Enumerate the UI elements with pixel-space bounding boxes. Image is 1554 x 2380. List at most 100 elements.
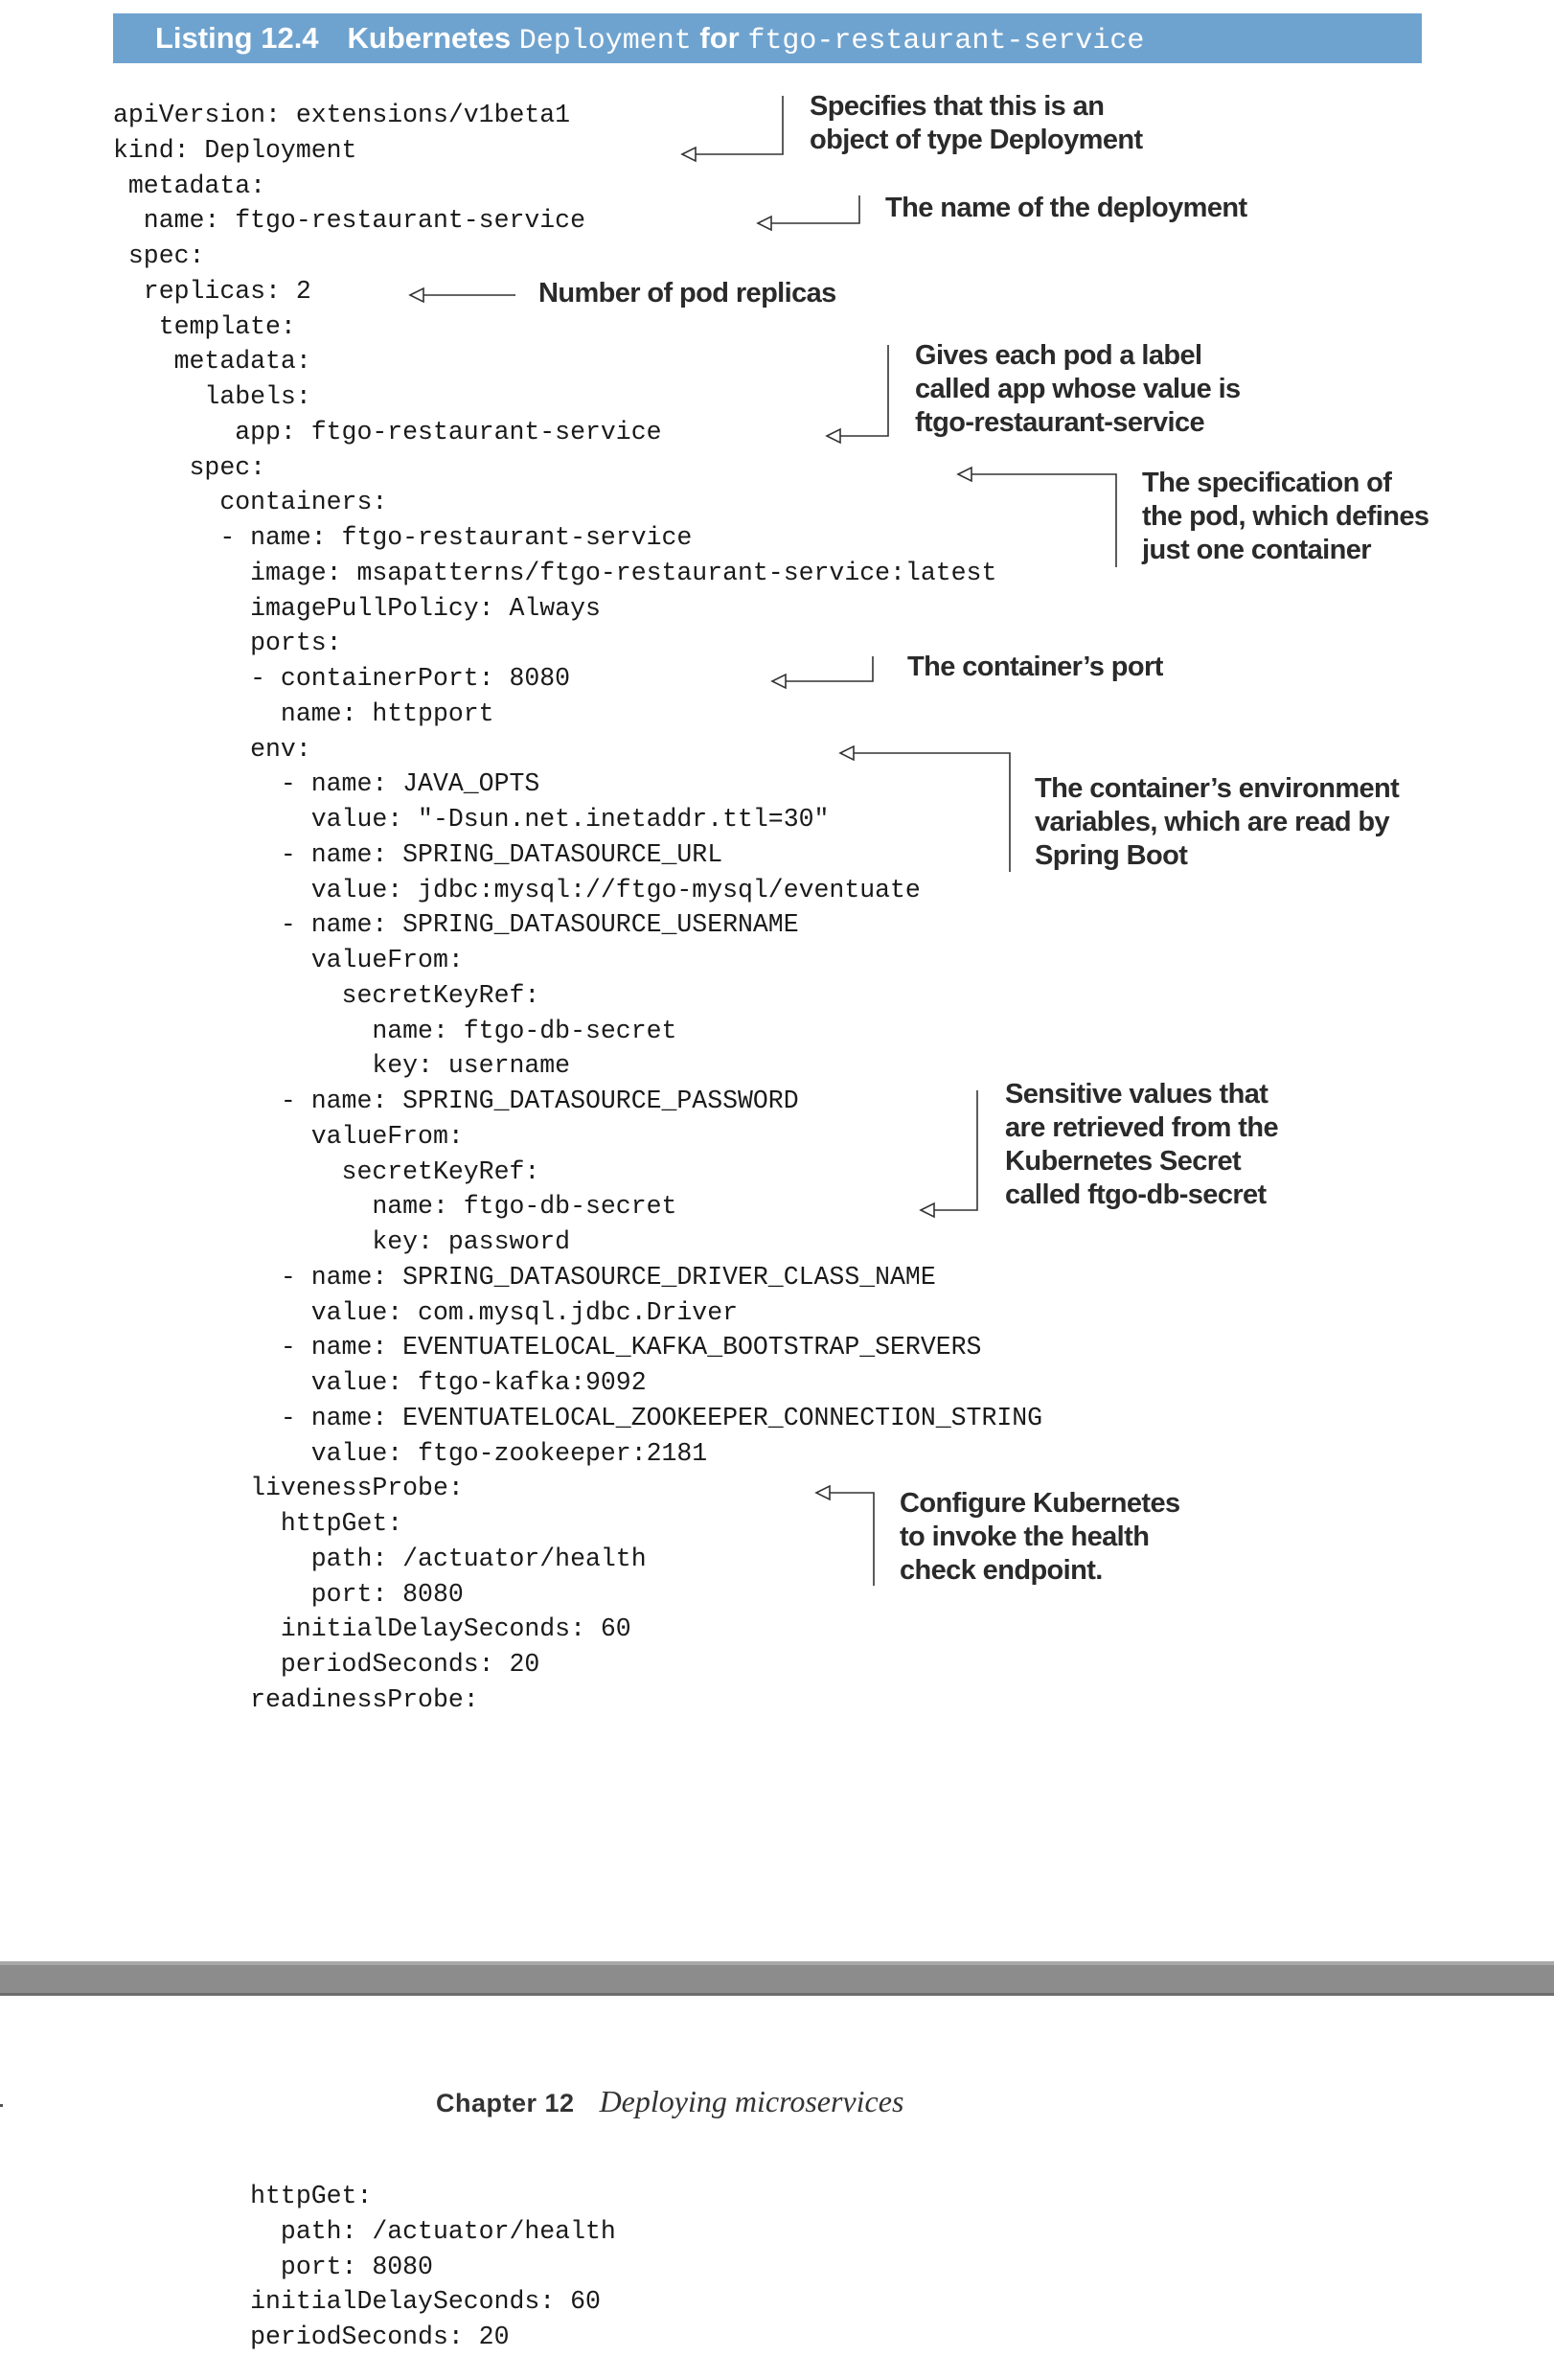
- annotation-line: ftgo-restaurant-service: [915, 407, 1205, 438]
- annotation-deployment-name: The name of the deployment: [885, 192, 1247, 225]
- listing-title-code-service: ftgo-restaurant-service: [747, 25, 1145, 57]
- code-line: metadata:: [113, 347, 311, 377]
- code-line: labels:: [113, 382, 311, 411]
- code-line: httpGet:: [113, 1509, 403, 1538]
- code-listing-continued: httpGet: path: /actuator/health port: 80…: [113, 2179, 975, 2370]
- callout-arrows: [408, 96, 1117, 1586]
- annotation-line: Specifies that this is an: [810, 91, 1105, 122]
- code-line: value: jdbc:mysql://ftgo-mysql/eventuate: [113, 875, 921, 904]
- listing-title-prefix: Kubernetes: [347, 21, 512, 55]
- callout-line-9: [830, 1492, 875, 1586]
- annotation-liveness: Configure Kubernetes to invoke the healt…: [900, 1487, 1180, 1588]
- code-line: value: "-Dsun.net.inetaddr.ttl=30": [113, 805, 830, 834]
- page-bottom: [0, 1996, 1554, 2380]
- code-line: initialDelaySeconds: 60: [113, 2287, 601, 2317]
- code-line: - name: EVENTUATELOCAL_KAFKA_BOOTSTRAP_S…: [113, 1333, 982, 1362]
- code-line: app: ftgo-restaurant-service: [113, 417, 662, 446]
- annotation-container-port: The container’s port: [907, 651, 1163, 684]
- code-line: kind: Deployment: [113, 135, 357, 165]
- callout-line-7: [854, 752, 1011, 872]
- annotation-line: Number of pod replicas: [538, 278, 836, 309]
- annotation-line: to invoke the health: [900, 1522, 1150, 1552]
- arrowhead-5: [956, 466, 972, 483]
- code-line: name: ftgo-db-secret: [113, 1016, 677, 1045]
- annotation-line: Gives each pod a label: [915, 340, 1202, 371]
- annotation-line: variables, which are read by: [1035, 807, 1390, 837]
- code-line: imagePullPolicy: Always: [113, 593, 601, 623]
- callout-line-1: [692, 96, 784, 155]
- listing-title-code-deployment: Deployment: [518, 25, 692, 57]
- code-line: readinessProbe:: [113, 1684, 479, 1714]
- code-line: name: ftgo-restaurant-service: [113, 206, 585, 236]
- code-line: value: com.mysql.jdbc.Driver: [113, 1297, 739, 1327]
- code-line: key: password: [113, 1227, 571, 1256]
- listing-label: Listing 12.4: [155, 21, 319, 55]
- code-line: secretKeyRef:: [113, 980, 540, 1010]
- page-top: Listing 12.4 Kubernetes Deployment for ft…: [113, 13, 1429, 1727]
- annotation-line: object of type Deployment: [810, 125, 1143, 155]
- code-line: - name: EVENTUATELOCAL_ZOOKEEPER_CONNECT…: [113, 1403, 1043, 1432]
- code-line: initialDelaySeconds: 60: [113, 1614, 631, 1644]
- code-line: valueFrom:: [113, 946, 464, 974]
- callout-line-2: [769, 195, 860, 224]
- code-line: port: 8080: [113, 2252, 433, 2281]
- code-line: livenessProbe:: [113, 1474, 464, 1503]
- code-line: path: /actuator/health: [113, 1544, 647, 1573]
- code-line: path: /actuator/health: [113, 2216, 616, 2246]
- callout-line-6: [786, 656, 874, 682]
- code-line: name: ftgo-db-secret: [113, 1192, 677, 1222]
- code-line: - name: SPRING_DATASOURCE_URL: [113, 839, 723, 869]
- code-line: - name: SPRING_DATASOURCE_DRIVER_CLASS_N…: [113, 1262, 936, 1292]
- arrowhead-4: [825, 427, 841, 445]
- code-line: replicas: 2: [113, 276, 311, 306]
- code-line: periodSeconds: 20: [113, 2323, 510, 2351]
- arrowhead-6: [770, 673, 787, 690]
- annotation-deployment-type: Specifies that this is an object of type…: [810, 90, 1143, 157]
- annotation-line: are retrieved from the: [1005, 1112, 1279, 1143]
- code-line: - name: JAVA_OPTS: [113, 769, 540, 799]
- listing-header: Listing 12.4 Kubernetes Deployment for ft…: [113, 13, 1422, 63]
- chapter-title: Deploying microservices: [599, 2084, 904, 2118]
- arrowhead-9: [814, 1484, 831, 1501]
- code-line: containers:: [113, 488, 388, 517]
- code-line: spec:: [113, 241, 205, 270]
- code-line: template:: [113, 311, 296, 341]
- page-divider: [0, 1961, 1554, 1996]
- code-line: - containerPort: 8080: [113, 664, 571, 693]
- arrowhead-8: [919, 1201, 935, 1219]
- annotation-line: just one container: [1142, 535, 1372, 565]
- annotation-line: Configure Kubernetes: [900, 1488, 1180, 1519]
- code-listing: apiVersion: extensions/v1beta1 kind: Depl…: [113, 98, 1205, 1727]
- code-line: valueFrom:: [113, 1121, 464, 1151]
- code-line: metadata:: [113, 171, 266, 200]
- annotation-line: The specification of: [1142, 468, 1392, 498]
- code-line: name: httpport: [113, 698, 494, 728]
- code-line: apiVersion: extensions/v1beta1: [113, 101, 571, 129]
- code-line: - name: ftgo-restaurant-service: [113, 523, 693, 552]
- code-line: ports:: [113, 629, 342, 658]
- edge-mark: [0, 2104, 3, 2107]
- code-line: port: 8080: [113, 1579, 464, 1609]
- code-line: secretKeyRef:: [113, 1156, 540, 1186]
- annotation-line: called app whose value is: [915, 374, 1241, 404]
- arrowhead-2: [756, 215, 772, 232]
- callout-line-5: [971, 473, 1117, 567]
- code-line: spec:: [113, 452, 266, 482]
- annotation-env-vars: The container’s environment variables, w…: [1035, 772, 1400, 873]
- annotation-pod-spec: The specification of the pod, which defi…: [1142, 467, 1429, 567]
- annotation-line: Kubernetes Secret: [1005, 1146, 1242, 1177]
- listing-title-for: for: [699, 21, 740, 55]
- code-line: env:: [113, 734, 311, 764]
- code-line: key: username: [113, 1051, 571, 1081]
- code-line: value: ftgo-zookeeper:2181: [113, 1438, 708, 1468]
- annotation-secret: Sensitive values that are retrieved from…: [1005, 1078, 1279, 1212]
- annotation-line: The container’s port: [907, 652, 1163, 682]
- annotation-line: The name of the deployment: [885, 193, 1247, 223]
- arrowhead-7: [838, 744, 855, 762]
- annotation-line: check endpoint.: [900, 1555, 1103, 1586]
- code-line: - name: SPRING_DATASOURCE_PASSWORD: [113, 1087, 799, 1115]
- annotation-line: Spring Boot: [1035, 840, 1188, 871]
- annotation-line: called ftgo-db-secret: [1005, 1179, 1267, 1210]
- code-line: - name: SPRING_DATASOURCE_USERNAME: [113, 910, 799, 940]
